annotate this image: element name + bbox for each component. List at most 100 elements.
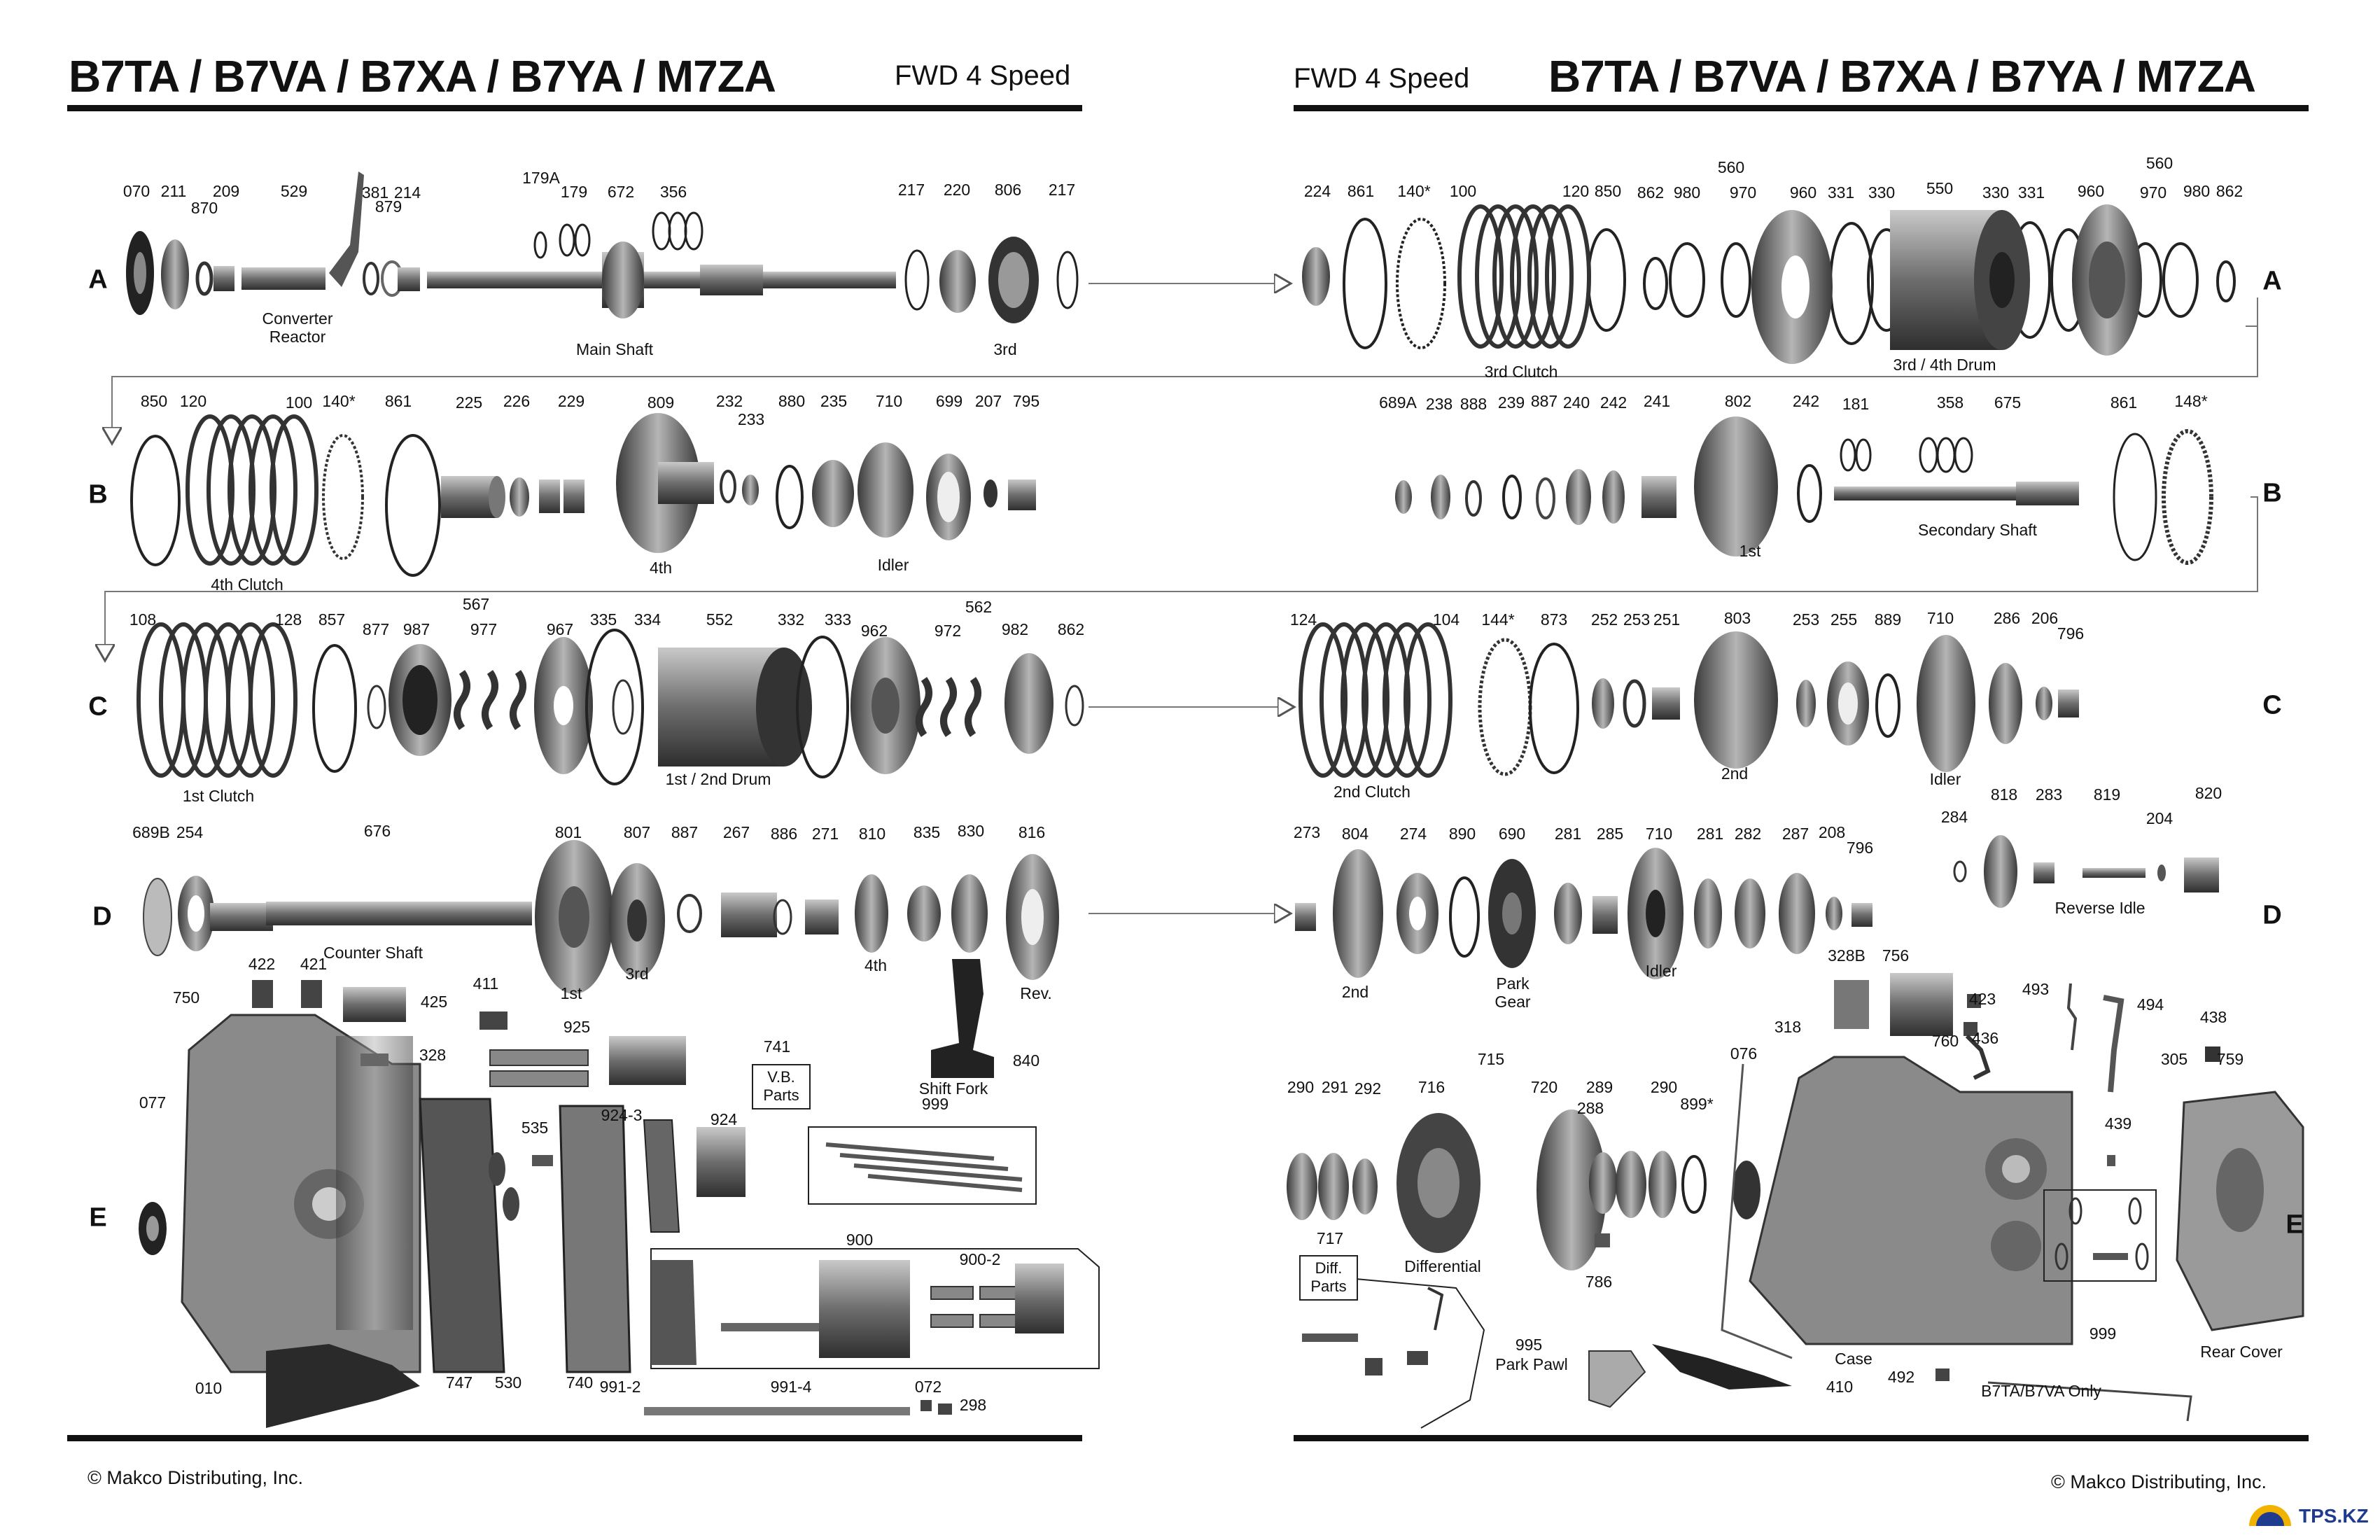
part-label: 567 xyxy=(462,595,490,613)
part-label: 208 xyxy=(1818,823,1846,841)
part-label: 850 xyxy=(140,392,168,410)
part-label: 229 xyxy=(557,392,585,410)
part-label: 274 xyxy=(1399,825,1427,843)
part-label: 802 xyxy=(1724,392,1752,410)
part-label: 879 xyxy=(374,197,402,216)
part-label: 381 xyxy=(361,183,389,202)
row-letter-e-right: E xyxy=(2286,1210,2304,1240)
part-label: 552 xyxy=(706,610,734,629)
part-label: 224 xyxy=(1303,182,1331,200)
part-label: 206 xyxy=(2031,609,2059,627)
part-label: 333 xyxy=(824,610,852,629)
row-letter-b-left: B xyxy=(88,479,108,510)
left-copyright: © Makco Distributing, Inc. xyxy=(88,1467,303,1488)
part-label: 689B xyxy=(132,823,170,841)
caption-reverse-idle: Reverse Idle xyxy=(2054,899,2146,917)
part-label: 281 xyxy=(1696,825,1724,843)
part-label: 820 xyxy=(2194,784,2222,802)
part-label: 900 xyxy=(846,1231,874,1249)
caption-2nd-clutch: 2nd Clutch xyxy=(1334,783,1410,801)
part-label: 241 xyxy=(1643,392,1671,410)
part-label: 254 xyxy=(176,823,204,841)
brand-name: TPS.KZ xyxy=(2299,1505,2369,1527)
part-label: 560 xyxy=(1717,158,1745,176)
part-label: 253 xyxy=(1792,610,1820,629)
part-label: 421 xyxy=(300,955,328,973)
part-label: 140* xyxy=(322,392,356,410)
part-label: 492 xyxy=(1887,1368,1915,1386)
row-letter-a-right: A xyxy=(2262,266,2282,296)
part-label: 425 xyxy=(420,993,448,1011)
caption-counter-shaft: Counter Shaft xyxy=(323,944,423,962)
part-label: 010 xyxy=(195,1379,223,1397)
part-label: 282 xyxy=(1734,825,1762,843)
part-label: 740 xyxy=(566,1373,594,1392)
part-label: 796 xyxy=(2057,624,2085,643)
part-label: 699 xyxy=(935,392,963,410)
part-label: 756 xyxy=(1882,946,1910,965)
part-label: 120 xyxy=(1562,182,1590,200)
caption-1st-2nd-drum: 1st / 2nd Drum xyxy=(665,770,771,788)
part-label: 328 xyxy=(419,1046,447,1064)
part-label: 672 xyxy=(607,183,635,201)
part-label: 179 xyxy=(560,183,588,201)
part-label: 862 xyxy=(2216,182,2244,200)
part-label: 861 xyxy=(2110,393,2138,412)
part-label: 888 xyxy=(1460,395,1488,413)
part-label: 410 xyxy=(1826,1378,1854,1396)
part-label: 494 xyxy=(2136,995,2164,1014)
vb-parts-box: V.B. Parts xyxy=(752,1064,811,1110)
caption-rear-cover: Rear Cover xyxy=(2200,1343,2283,1361)
part-label: 255 xyxy=(1830,610,1858,629)
part-label: 796 xyxy=(1846,839,1874,857)
row-letter-c-left: C xyxy=(88,692,108,722)
right-row-a-parts xyxy=(1302,204,2236,364)
part-label: 887 xyxy=(1530,392,1558,410)
part-label: 220 xyxy=(943,181,971,199)
part-label: 977 xyxy=(470,620,498,638)
part-label: 960 xyxy=(1789,183,1817,202)
part-label: 809 xyxy=(647,393,675,412)
part-label: 980 xyxy=(1673,183,1701,202)
caption-idler: Idler xyxy=(1929,770,1961,788)
part-label: 283 xyxy=(2035,785,2063,804)
part-label: 786 xyxy=(1585,1273,1613,1291)
row-letter-d-left: D xyxy=(92,902,112,932)
part-label: 239 xyxy=(1497,393,1525,412)
part-label: 358 xyxy=(1936,393,1964,412)
caption-case: Case xyxy=(1835,1350,1872,1368)
part-label: 830 xyxy=(957,822,985,840)
part-label: 835 xyxy=(913,823,941,841)
part-label: 273 xyxy=(1293,823,1321,841)
part-label: 411 xyxy=(472,974,499,993)
part-label: 970 xyxy=(1729,183,1757,202)
part-label: 924 xyxy=(710,1110,738,1128)
part-label: 286 xyxy=(1993,609,2021,627)
part-label: 438 xyxy=(2199,1008,2227,1026)
part-label: 436 xyxy=(1971,1029,1999,1047)
caption-1st: 1st xyxy=(560,984,582,1002)
part-label: 287 xyxy=(1782,825,1809,843)
part-label: 214 xyxy=(393,183,421,202)
part-label: 529 xyxy=(280,182,308,200)
part-label: 850 xyxy=(1594,182,1622,200)
part-label: 070 xyxy=(122,182,150,200)
part-label: 987 xyxy=(402,620,430,638)
part-label: 803 xyxy=(1723,609,1751,627)
left-subtitle: FWD 4 Speed xyxy=(895,60,1071,91)
part-label: 982 xyxy=(1001,620,1029,638)
part-label: 148* xyxy=(2174,392,2208,410)
part-label: 720 xyxy=(1530,1078,1558,1096)
part-label: 924-3 xyxy=(601,1106,643,1124)
part-label: 331 xyxy=(1827,183,1855,202)
part-label: 710 xyxy=(875,392,903,410)
left-row-b-parts xyxy=(130,413,1036,577)
part-label: 292 xyxy=(1354,1079,1382,1098)
part-label: 207 xyxy=(974,392,1002,410)
caption-secondary-shaft: Secondary Shaft xyxy=(1917,521,2038,539)
caption-3rd: 3rd xyxy=(625,965,649,983)
part-label: 226 xyxy=(503,392,531,410)
row-letter-b-right: B xyxy=(2262,478,2282,508)
part-label: 291 xyxy=(1321,1078,1349,1096)
